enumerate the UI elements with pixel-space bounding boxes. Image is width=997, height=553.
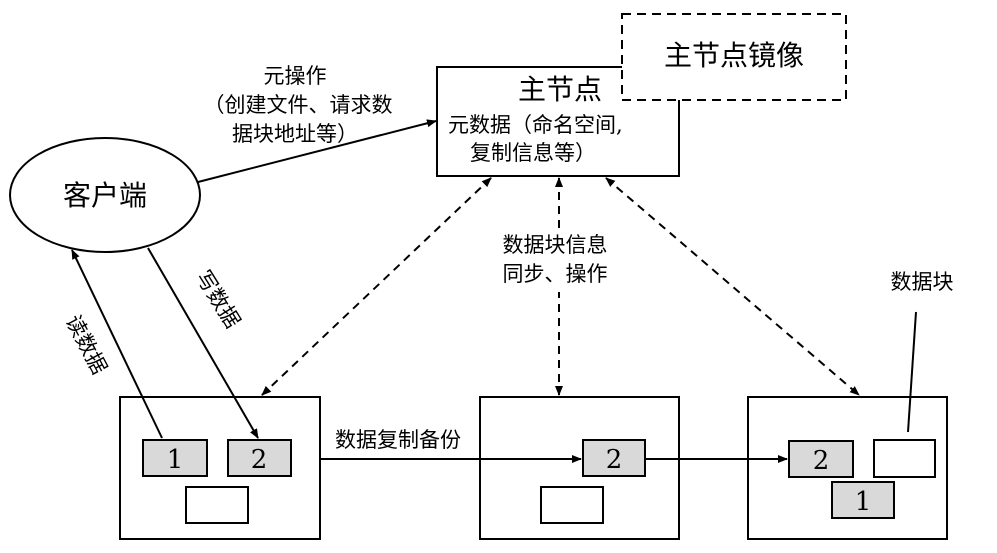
data-node-2-block-2 xyxy=(582,439,646,477)
data-block-pointer xyxy=(907,311,917,433)
master-mirror-node xyxy=(621,13,847,101)
data-node-3-block-1-label: 1 xyxy=(855,487,872,517)
data-node-1-block-2-label: 2 xyxy=(251,445,268,475)
client-node xyxy=(9,137,201,253)
data-node-1-block-1-label: 1 xyxy=(167,445,184,475)
sync-arrow-node-3 xyxy=(605,177,860,396)
write-data-label: 写数据 xyxy=(191,266,245,332)
data-node-2-empty-block xyxy=(540,486,604,524)
read-data-arrow xyxy=(71,249,163,439)
sync-label-backing xyxy=(486,228,628,292)
data-node-3-empty-block xyxy=(873,439,936,478)
metadata-op-line1: 元操作 xyxy=(264,64,327,88)
master-mirror-label: 主节点镜像 xyxy=(664,39,804,72)
client-label: 客户端 xyxy=(63,179,147,212)
metadata-op-line2: （创建文件、请求数 xyxy=(204,93,393,117)
sync-label-line2: 同步、操作 xyxy=(503,262,608,286)
data-node-1-empty-block xyxy=(185,486,249,524)
sync-arrow-node-1 xyxy=(261,177,492,396)
master-metadata-line2: 复制信息等） xyxy=(470,141,596,165)
data-node-3-block-1 xyxy=(831,481,895,519)
read-data-label: 读数据 xyxy=(61,311,112,378)
replication-label: 数据复制备份 xyxy=(335,428,461,452)
sync-label-line1: 数据块信息 xyxy=(503,233,608,257)
data-node-3-block-2-label: 2 xyxy=(813,446,830,476)
data-node-1-block-2 xyxy=(227,439,292,477)
master-metadata-line1: 元数据（命名空间, xyxy=(448,113,623,137)
metadata-op-line3: 据块地址等） xyxy=(232,122,358,146)
master-title: 主节点 xyxy=(518,73,602,106)
data-node-2-block-2-label: 2 xyxy=(606,445,623,475)
metadata-operation-arrow xyxy=(197,119,437,183)
data-node-3-block-2 xyxy=(788,440,854,478)
data-block-label: 数据块 xyxy=(891,270,954,294)
data-node-1-block-1 xyxy=(142,439,208,477)
write-data-arrow xyxy=(147,247,259,439)
